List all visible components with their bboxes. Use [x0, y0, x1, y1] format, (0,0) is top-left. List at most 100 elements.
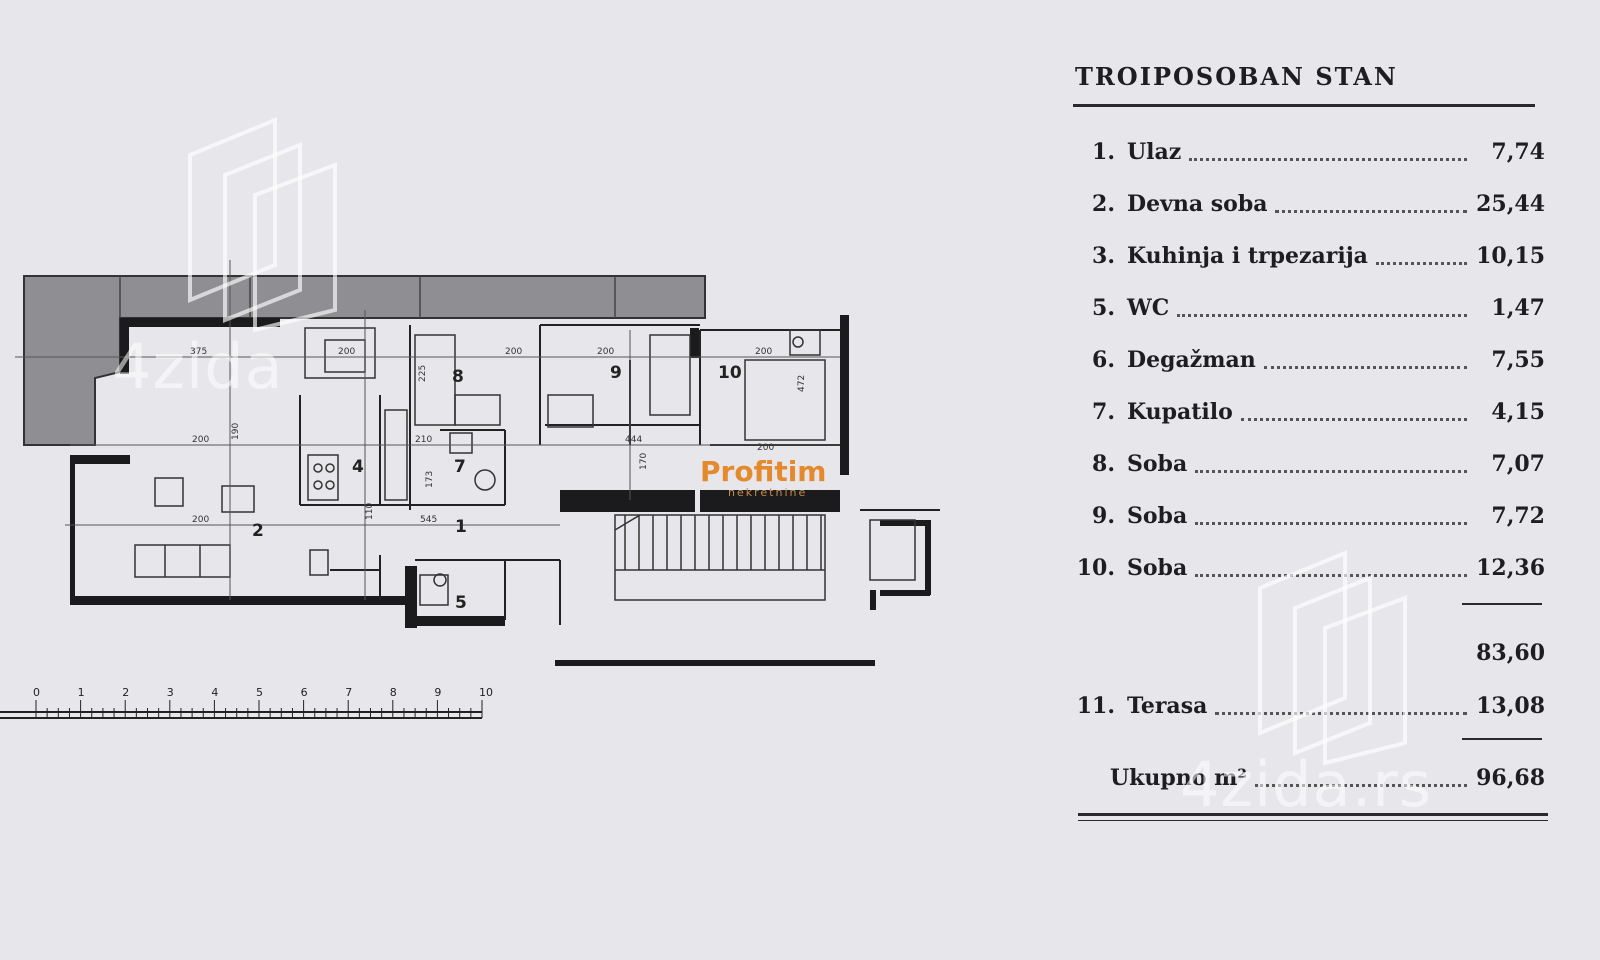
scale-label: 10 — [479, 686, 493, 699]
room-name: Kupatilo — [1127, 399, 1233, 425]
scale-label: 0 — [33, 686, 40, 699]
terrace-rule — [1462, 738, 1542, 740]
room-label-10: 10 — [718, 363, 742, 383]
room-label-5: 5 — [455, 593, 467, 613]
room-label-8: 8 — [452, 367, 464, 387]
room-label-7: 7 — [454, 457, 466, 477]
room-row: 2. Devna soba 25,44 — [1075, 178, 1545, 230]
dim-label: 200 — [192, 515, 209, 525]
room-name: Devna soba — [1127, 191, 1268, 217]
leader-dots — [1215, 698, 1467, 715]
scale-label: 2 — [122, 686, 129, 699]
leader-dots — [1255, 770, 1467, 787]
dim-label: 225 — [418, 365, 428, 382]
dim-label: 200 — [338, 347, 355, 357]
title-underline — [1073, 104, 1535, 107]
room-name: WC — [1127, 295, 1170, 321]
room-area-value: 25,44 — [1476, 191, 1545, 217]
room-number: 2. — [1092, 191, 1115, 217]
dim-label: 545 — [420, 515, 437, 525]
room-area-value: 1,47 — [1491, 295, 1545, 321]
dim-label: 444 — [625, 435, 642, 445]
leader-dots — [1263, 352, 1467, 369]
room-area-value: 7,74 — [1491, 139, 1545, 165]
room-row: 3. Kuhinja i trpezarija 10,15 — [1075, 230, 1545, 282]
room-row: 8. Soba 7,07 — [1075, 438, 1545, 490]
leader-dots — [1189, 144, 1467, 161]
dim-label: 190 — [231, 423, 241, 440]
room-name: Kuhinja i trpezarija — [1127, 243, 1368, 269]
furniture — [134, 327, 916, 606]
dim-label: 170 — [639, 453, 649, 470]
room-area-value: 7,07 — [1491, 451, 1545, 477]
room-row: 10. Soba 12,36 — [1075, 542, 1545, 594]
leader-dots — [1177, 300, 1467, 317]
room-labels: 1 2 4 5 7 8 9 10 — [252, 363, 742, 613]
leader-dots — [1195, 508, 1467, 525]
room-label-1: 1 — [455, 517, 467, 537]
room-area-value: 4,15 — [1491, 399, 1545, 425]
subtotal-value: 83,60 — [1476, 640, 1545, 666]
room-row: 5. WC 1,47 — [1075, 282, 1545, 334]
room-row: 1. Ulaz 7,74 — [1075, 126, 1545, 178]
terrace-number: 11. — [1076, 693, 1115, 719]
total-label: Ukupno m² — [1110, 765, 1248, 791]
terrace-row: 11. Terasa 13,08 — [1075, 680, 1545, 732]
room-area-value: 12,36 — [1476, 555, 1545, 581]
dim-label: 173 — [425, 471, 435, 488]
room-name: Soba — [1127, 451, 1188, 477]
room-number: 9. — [1092, 503, 1115, 529]
room-name: Soba — [1127, 555, 1188, 581]
dim-label: 375 — [190, 347, 207, 357]
leader-dots — [1195, 560, 1467, 577]
room-number: 8. — [1092, 451, 1115, 477]
plan-title: TROIPOSOBAN STAN — [1075, 62, 1398, 91]
scale-label: 3 — [167, 686, 174, 699]
room-label-2: 2 — [252, 521, 264, 541]
room-number: 5. — [1092, 295, 1115, 321]
floor-plan: 375 200 225 200 200 200 472 190 200 444 … — [0, 260, 940, 719]
dim-label: 472 — [797, 375, 807, 392]
total-row: Ukupno m² 96,68 — [1110, 765, 1545, 791]
scale-label: 6 — [301, 686, 308, 699]
room-label-9: 9 — [610, 363, 622, 383]
room-number: 3. — [1092, 243, 1115, 269]
scale-label: 7 — [345, 686, 352, 699]
room-name: Degažman — [1127, 347, 1256, 373]
room-area-list: 1. Ulaz 7,74 2. Devna soba 25,44 3. Kuhinja i t… — [1075, 126, 1545, 594]
scale-label: 1 — [78, 686, 85, 699]
dimension-labels: 375 200 225 200 200 200 472 190 200 444 … — [190, 347, 807, 525]
room-number: 10. — [1076, 555, 1115, 581]
dim-label: 200 — [597, 347, 614, 357]
staircase — [614, 514, 826, 601]
dim-label: 110 — [365, 503, 375, 520]
room-number: 7. — [1092, 399, 1115, 425]
dim-label: 200 — [505, 347, 522, 357]
total-value: 96,68 — [1476, 765, 1545, 791]
room-row: 7. Kupatilo 4,15 — [1075, 386, 1545, 438]
scale-label: 8 — [390, 686, 397, 699]
leader-dots — [1375, 248, 1467, 265]
room-name: Ulaz — [1127, 139, 1182, 165]
leader-dots — [1240, 404, 1467, 421]
terrace-area-value: 13,08 — [1476, 693, 1545, 719]
room-number: 6. — [1092, 347, 1115, 373]
exterior-walls — [70, 315, 931, 666]
room-area-value: 10,15 — [1476, 243, 1545, 269]
room-name: Soba — [1127, 503, 1188, 529]
dim-label: 200 — [192, 435, 209, 445]
room-number: 1. — [1092, 139, 1115, 165]
leader-dots — [1275, 196, 1467, 213]
total-underline — [1078, 813, 1548, 816]
dim-label: 210 — [415, 435, 432, 445]
dim-label: 200 — [757, 443, 774, 453]
scale-label: 4 — [211, 686, 218, 699]
scale-label: 9 — [434, 686, 441, 699]
dim-label: 200 — [755, 347, 772, 357]
leader-dots — [1195, 456, 1467, 473]
dimension-lines — [15, 260, 840, 600]
